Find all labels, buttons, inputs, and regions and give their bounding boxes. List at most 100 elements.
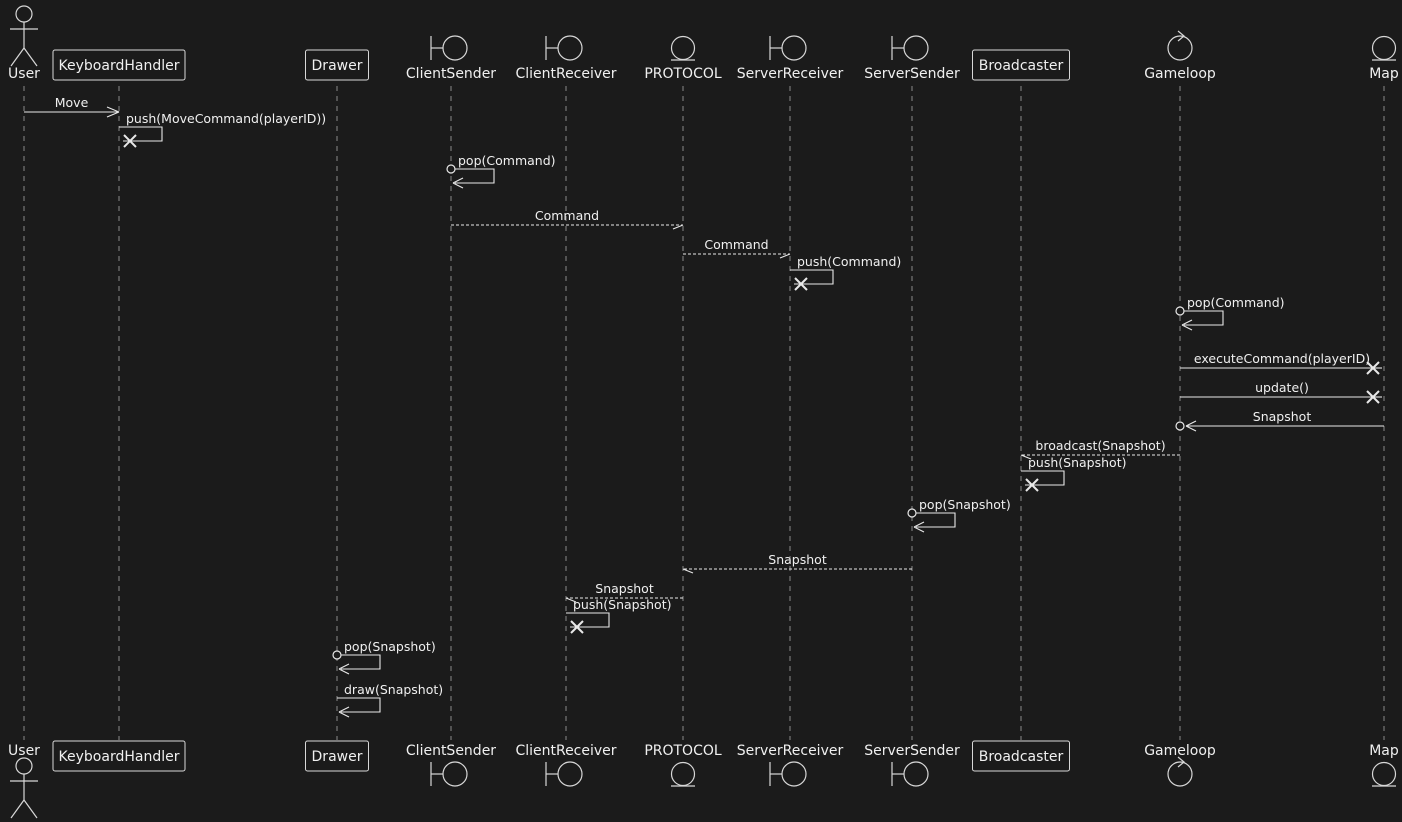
participant-broadcaster-bottom: Broadcaster <box>972 740 1070 772</box>
participant-label: ClientSender <box>406 66 496 82</box>
message-label: push(Snapshot) <box>1028 455 1126 470</box>
message-label: pop(Snapshot) <box>344 639 436 654</box>
message-label: Snapshot <box>1253 409 1312 424</box>
message-11: push(Snapshot) <box>1021 455 1126 492</box>
participant-map-top: Map <box>1369 35 1399 82</box>
entity-icon <box>670 35 696 61</box>
participant-label: Drawer <box>312 749 363 765</box>
participant-box <box>305 49 369 81</box>
message-14: Snapshot <box>565 581 683 603</box>
participant-label: ServerSender <box>864 66 960 82</box>
message-15: push(Snapshot) <box>566 597 671 634</box>
participant-clientreceiver-top: ClientReceiver <box>515 35 617 82</box>
entity-icon <box>1371 761 1397 787</box>
message-label: Move <box>55 95 89 110</box>
boundary-icon <box>430 761 468 787</box>
participant-drawer-bottom: Drawer <box>305 740 369 772</box>
participant-label: ServerReceiver <box>737 66 844 82</box>
message-5: push(Command) <box>790 254 901 291</box>
self-message-line <box>1180 310 1224 326</box>
self-message-line <box>566 612 610 628</box>
participant-gameloop-bottom: Gameloop <box>1144 743 1216 787</box>
message-4: Command <box>683 237 791 259</box>
participant-label: ClientSender <box>406 743 496 759</box>
participant-map-bottom: Map <box>1369 743 1399 787</box>
entity-icon <box>1371 35 1397 61</box>
message-label: Command <box>704 237 768 252</box>
participant-label: Gameloop <box>1144 66 1216 82</box>
self-message-line <box>451 168 495 184</box>
message-label: push(MoveCommand(playerID)) <box>126 111 326 126</box>
participant-broadcaster-top: Broadcaster <box>972 49 1070 81</box>
participant-serversender-top: ServerSender <box>864 35 960 82</box>
message-6: pop(Command) <box>1175 295 1285 331</box>
participant-box <box>52 49 186 81</box>
participant-serverreceiver-top: ServerReceiver <box>737 35 844 82</box>
self-message-line <box>337 654 381 670</box>
message-label: Command <box>535 208 599 223</box>
start-circle <box>446 164 456 174</box>
message-1: push(MoveCommand(playerID)) <box>119 111 326 148</box>
boundary-icon <box>769 35 807 61</box>
participant-label: PROTOCOL <box>644 743 722 759</box>
participant-box <box>972 740 1070 772</box>
message-0: Move <box>24 95 120 118</box>
participant-clientsender-top: ClientSender <box>406 35 496 82</box>
self-message-line <box>119 126 163 142</box>
message-label: pop(Snapshot) <box>919 497 1011 512</box>
boundary-icon <box>769 761 807 787</box>
message-label: Snapshot <box>595 581 654 596</box>
message-label: push(Command) <box>797 254 901 269</box>
participant-label: User <box>8 66 40 82</box>
participant-clientsender-bottom: ClientSender <box>406 743 496 787</box>
message-17: draw(Snapshot) <box>337 682 443 718</box>
participant-label: ServerSender <box>864 743 960 759</box>
participant-user-top: User <box>8 5 40 82</box>
participant-protocol-bottom: PROTOCOL <box>644 743 722 787</box>
boundary-icon <box>891 35 929 61</box>
message-10: broadcast(Snapshot) <box>1020 438 1180 460</box>
boundary-icon <box>545 35 583 61</box>
boundary-icon <box>430 35 468 61</box>
self-message-line <box>337 697 381 713</box>
message-label: push(Snapshot) <box>573 597 671 612</box>
start-circle <box>907 508 917 518</box>
participant-label: User <box>8 743 40 759</box>
message-8: update() <box>1180 380 1382 404</box>
participant-box <box>52 740 186 772</box>
boundary-icon <box>891 761 929 787</box>
participant-label: KeyboardHandler <box>59 58 180 74</box>
participant-label: ClientReceiver <box>515 66 616 82</box>
start-circle <box>1175 306 1185 316</box>
message-label: update() <box>1255 380 1309 395</box>
participant-label: Drawer <box>312 58 363 74</box>
participant-protocol-top: PROTOCOL <box>644 35 722 82</box>
participant-label: KeyboardHandler <box>59 749 180 765</box>
end-circle <box>1175 421 1185 431</box>
participant-user-bottom: User <box>8 743 40 819</box>
start-circle <box>332 650 342 660</box>
participant-box <box>972 49 1070 81</box>
participant-gameloop-top: Gameloop <box>1144 30 1216 82</box>
participant-label: ClientReceiver <box>515 743 616 759</box>
message-9: Snapshot <box>1175 409 1384 432</box>
message-label: pop(Command) <box>1187 295 1285 310</box>
message-label: draw(Snapshot) <box>344 682 443 697</box>
message-16: pop(Snapshot) <box>332 639 436 675</box>
participant-serversender-bottom: ServerSender <box>864 743 960 787</box>
message-13: Snapshot <box>682 552 912 574</box>
participant-box <box>305 740 369 772</box>
message-12: pop(Snapshot) <box>907 497 1011 533</box>
self-message-line <box>912 512 956 528</box>
self-message-line <box>790 269 834 285</box>
participant-label: Broadcaster <box>979 749 1064 765</box>
participant-clientreceiver-bottom: ClientReceiver <box>515 743 617 787</box>
participant-label: ServerReceiver <box>737 743 844 759</box>
control-icon <box>1167 30 1193 61</box>
control-icon <box>1167 756 1193 787</box>
actor-icon <box>10 757 38 819</box>
participant-serverreceiver-bottom: ServerReceiver <box>737 743 844 787</box>
participant-label: Map <box>1369 66 1399 82</box>
participant-keyboardhandler-bottom: KeyboardHandler <box>52 740 186 772</box>
